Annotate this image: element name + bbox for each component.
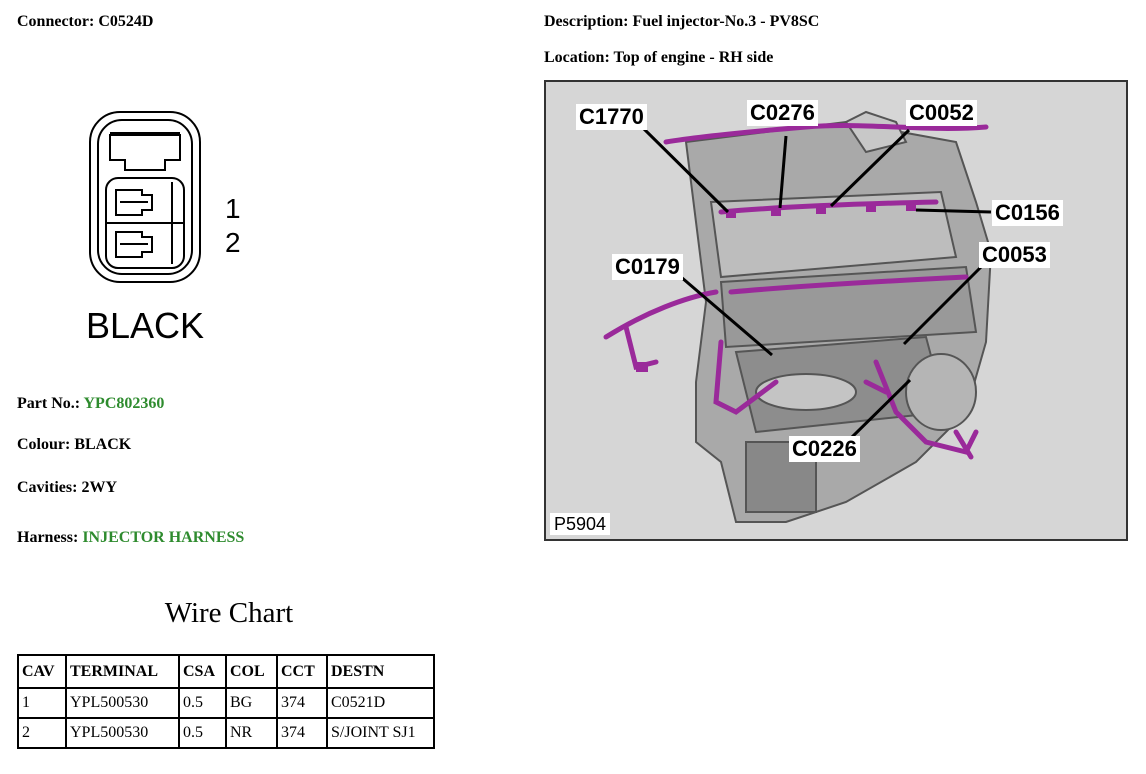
part-no-line: Part No.: YPC802360 [17, 395, 164, 413]
callout-c0276: C0276 [747, 100, 818, 126]
cell-cct: 374 [276, 717, 328, 749]
colour-line: Colour: BLACK [17, 436, 131, 454]
cell-terminal: YPL500530 [65, 687, 180, 719]
location-label: Location: [544, 49, 610, 66]
pin-1-label: 1 [225, 193, 241, 224]
wire-chart-header-row: CAV TERMINAL CSA COL CCT DESTN [17, 654, 435, 689]
cell-destn: S/JOINT SJ1 [326, 717, 435, 749]
header-col: COL [225, 654, 278, 689]
connector-face-diagram: 1 2 BLACK [86, 111, 241, 346]
cell-col: NR [225, 717, 278, 749]
description-value: Fuel injector-No.3 - PV8SC [632, 13, 820, 30]
location-line: Location: Top of engine - RH side [544, 49, 773, 67]
cavities-line: Cavities: 2WY [17, 479, 117, 497]
connector-label: Connector: [17, 13, 95, 30]
engine-location-image: C1770 C0276 C0052 C0156 C0179 C0053 C022… [544, 80, 1128, 541]
wire-chart-title: Wire Chart [164, 597, 294, 629]
cell-destn: C0521D [326, 687, 435, 719]
colour-label: Colour: [17, 436, 71, 453]
harness-label: Harness: [17, 529, 79, 546]
callout-c0156: C0156 [992, 200, 1063, 226]
description-line: Description: Fuel injector-No.3 - PV8SC [544, 13, 819, 31]
connector-latch [109, 134, 181, 171]
harness-line: Harness: INJECTOR HARNESS [17, 529, 244, 547]
header-destn: DESTN [326, 654, 435, 689]
connector-title: Connector: C0524D [17, 13, 153, 31]
connector-code: C0524D [98, 13, 154, 30]
cell-col: BG [225, 687, 278, 719]
figure-id: P5904 [550, 513, 611, 535]
cavities-label: Cavities: [17, 479, 78, 496]
description-label: Description: [544, 13, 629, 30]
cavities-value: 2WY [81, 479, 117, 496]
location-value: Top of engine - RH side [613, 49, 774, 66]
cavity-1-terminal [115, 189, 153, 216]
cell-cav: 2 [17, 717, 67, 749]
header-terminal: TERMINAL [65, 654, 180, 689]
cell-cct: 374 [276, 687, 328, 719]
cell-cav: 1 [17, 687, 67, 719]
colour-value: BLACK [74, 436, 132, 453]
part-no-label: Part No.: [17, 395, 81, 412]
connector-inner-shell [97, 119, 193, 275]
diagram-colour-text: BLACK [86, 305, 204, 346]
header-csa: CSA [178, 654, 227, 689]
harness-link[interactable]: INJECTOR HARNESS [82, 529, 245, 546]
engine-illustration [603, 110, 993, 523]
cavity-2-terminal [115, 231, 153, 258]
callout-c0226: C0226 [789, 436, 860, 462]
table-row: 1 YPL500530 0.5 BG 374 C0521D [17, 687, 435, 719]
callout-c0179: C0179 [612, 254, 683, 280]
pin-2-label: 2 [225, 227, 241, 258]
cell-csa: 0.5 [178, 717, 227, 749]
wire-chart-table: CAV TERMINAL CSA COL CCT DESTN 1 YPL5005… [17, 654, 435, 749]
table-row: 2 YPL500530 0.5 NR 374 S/JOINT SJ1 [17, 717, 435, 749]
header-cav: CAV [17, 654, 67, 689]
connector-outer-shell [89, 111, 201, 283]
callout-c1770: C1770 [576, 104, 647, 130]
part-no-link[interactable]: YPC802360 [83, 395, 165, 412]
callout-c0052: C0052 [906, 100, 977, 126]
callout-c0053: C0053 [979, 242, 1050, 268]
header-cct: CCT [276, 654, 328, 689]
cell-terminal: YPL500530 [65, 717, 180, 749]
cell-csa: 0.5 [178, 687, 227, 719]
